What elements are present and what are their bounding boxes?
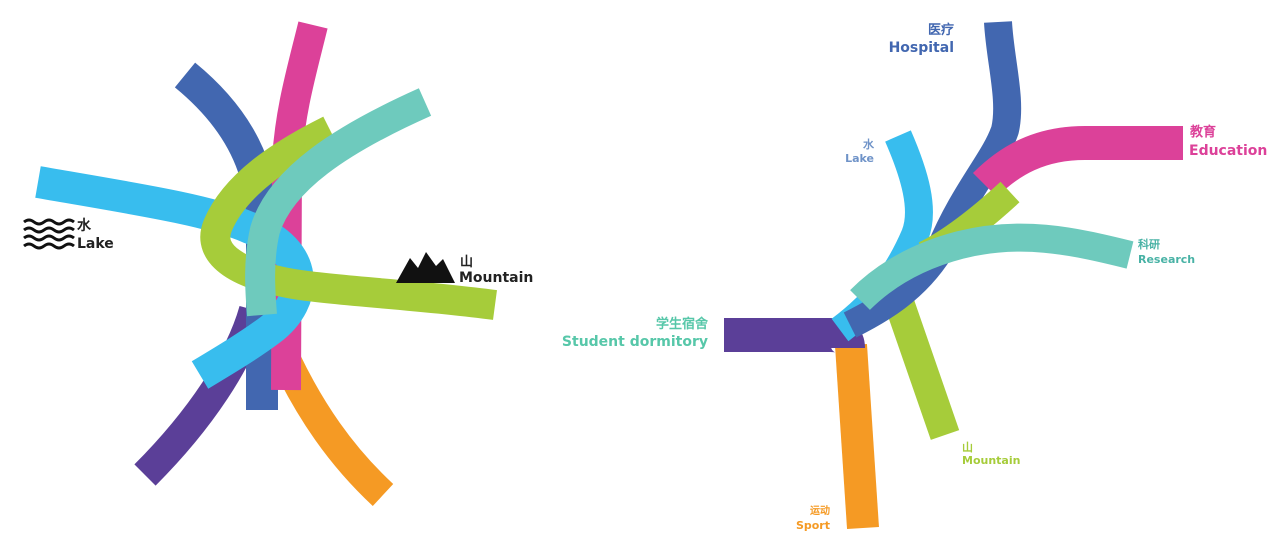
right-band-dormitory	[724, 318, 865, 354]
right-band-hospital	[843, 21, 1022, 338]
mountain-label-cn: 山	[962, 440, 973, 454]
right-band-sport	[835, 343, 879, 530]
left-band-mountain	[200, 116, 497, 320]
right-diagram: 医疗 Hospital 教育 Education 水 Lake 科研 Resea…	[562, 21, 1267, 532]
education-label-cn: 教育	[1189, 124, 1216, 140]
left-mountain-label-cn: 山	[460, 254, 473, 270]
sport-label-cn: 运动	[810, 504, 830, 517]
research-label-en: Research	[1138, 253, 1195, 266]
right-band-research	[850, 223, 1134, 311]
dormitory-label-cn: 学生宿舍	[656, 316, 709, 332]
sport-label-en: Sport	[796, 519, 830, 532]
research-label-cn: 科研	[1138, 237, 1160, 251]
left-band-research	[245, 88, 432, 317]
lake-label-cn: 水	[863, 137, 875, 151]
hospital-label-en: Hospital	[889, 40, 954, 56]
right-band-education	[972, 126, 1183, 198]
mountain-icon	[396, 252, 455, 283]
education-label-en: Education	[1189, 143, 1267, 159]
left-lake-label-cn: 水	[77, 217, 92, 234]
left-diagram: 水 Lake 山 Mountain	[23, 21, 533, 506]
dormitory-label-en: Student dormitory	[562, 334, 708, 350]
lake-label-en: Lake	[845, 152, 874, 165]
left-lake-label-en: Lake	[77, 236, 114, 252]
hospital-label-cn: 医疗	[928, 22, 954, 38]
right-band-mountain-lower	[885, 300, 960, 440]
left-band-lake	[35, 166, 314, 389]
mountain-label-en: Mountain	[962, 454, 1020, 467]
left-mountain-label-en: Mountain	[459, 270, 533, 286]
waves-icon	[23, 218, 75, 250]
